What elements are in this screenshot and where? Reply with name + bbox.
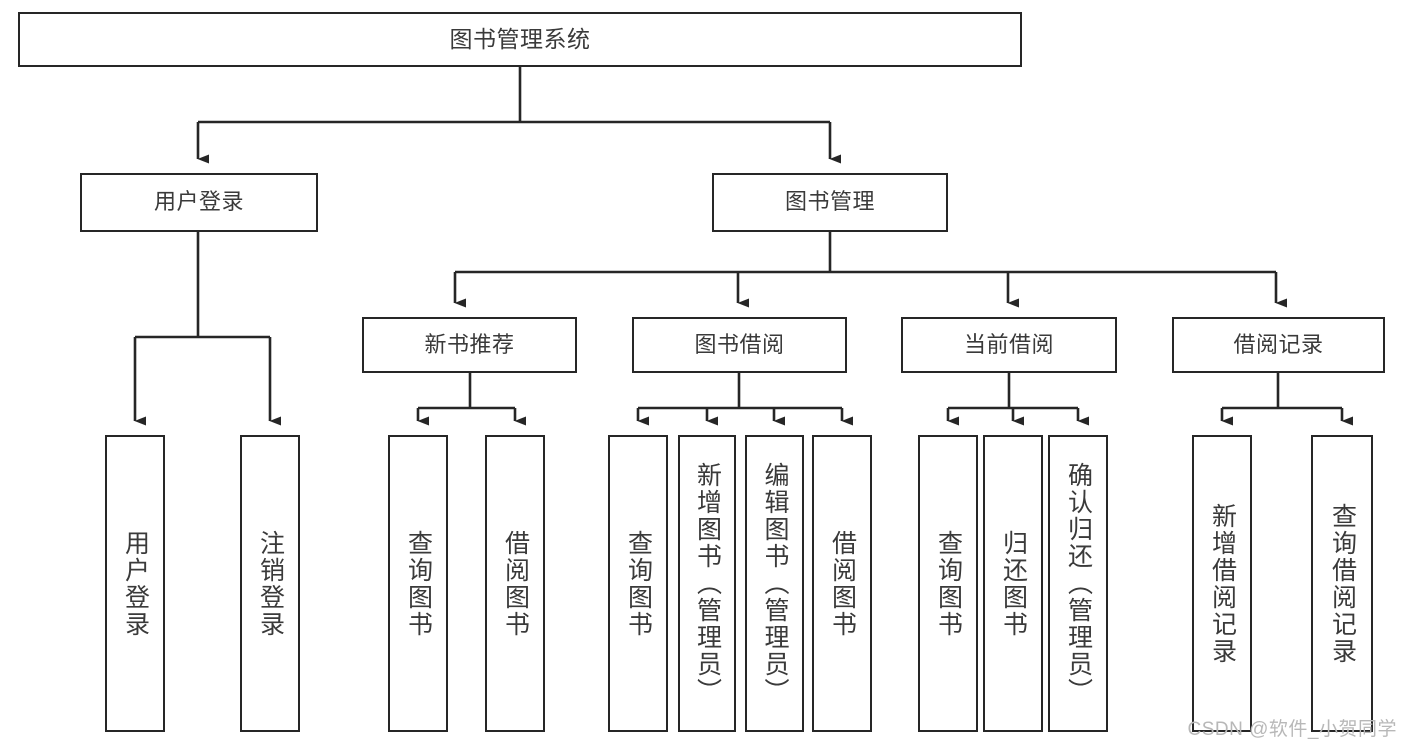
leaf-query-book-current[interactable]: 查询图书	[918, 435, 978, 732]
leaf-logout-login[interactable]: 注销登录	[240, 435, 300, 732]
node-user-login[interactable]: 用户登录	[80, 173, 318, 232]
node-book-manage[interactable]: 图书管理	[712, 173, 948, 232]
leaf-borrow-book-from-recommend[interactable]: 借阅图书	[485, 435, 545, 732]
leaf-add-borrow-record[interactable]: 新增借阅记录	[1192, 435, 1252, 732]
leaf-confirm-return-admin[interactable]: 确认归还（管理员）	[1048, 435, 1108, 732]
node-root[interactable]: 图书管理系统	[18, 12, 1022, 67]
leaf-user-login[interactable]: 用户登录	[105, 435, 165, 732]
leaf-query-borrow-record[interactable]: 查询借阅记录	[1311, 435, 1373, 732]
node-book-borrow[interactable]: 图书借阅	[632, 317, 847, 373]
leaf-edit-book-admin[interactable]: 编辑图书（管理员）	[745, 435, 804, 732]
leaf-query-book-from-recommend[interactable]: 查询图书	[388, 435, 448, 732]
node-borrow-record[interactable]: 借阅记录	[1172, 317, 1385, 373]
node-current-borrow[interactable]: 当前借阅	[901, 317, 1117, 373]
node-new-book-recommend[interactable]: 新书推荐	[362, 317, 577, 373]
leaf-query-book-from-borrow[interactable]: 查询图书	[608, 435, 668, 732]
leaf-add-book-admin[interactable]: 新增图书（管理员）	[678, 435, 736, 732]
watermark-text: CSDN @软件_小贺同学	[1187, 719, 1397, 740]
leaf-borrow-book[interactable]: 借阅图书	[812, 435, 872, 732]
leaf-return-book[interactable]: 归还图书	[983, 435, 1043, 732]
